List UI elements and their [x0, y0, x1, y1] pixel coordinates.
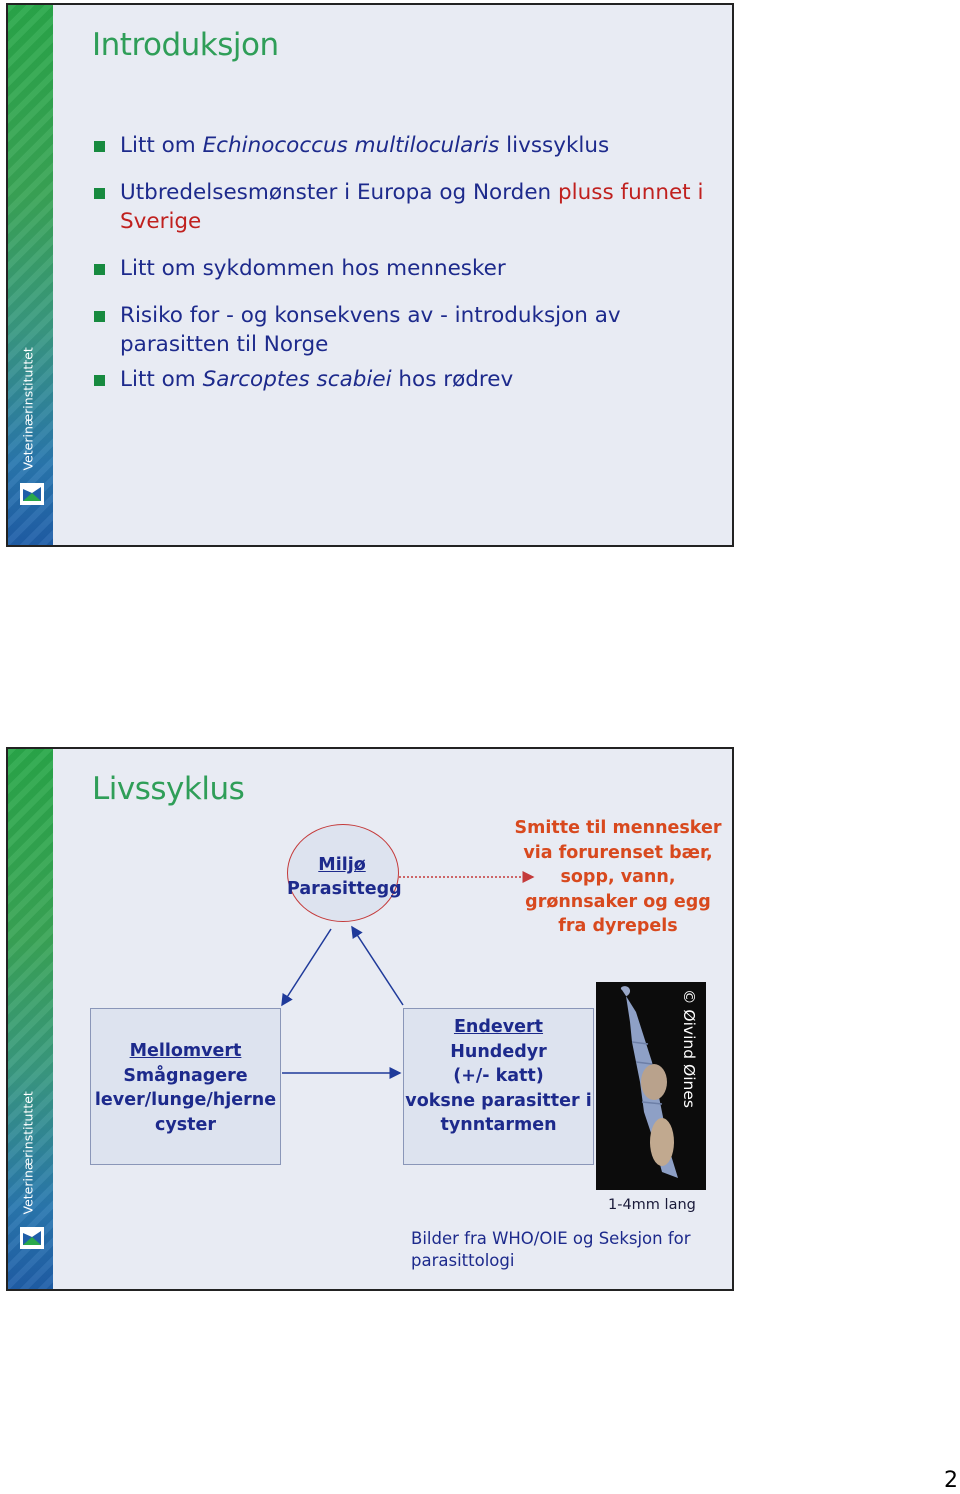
- logo-icon: [20, 483, 44, 505]
- slide-title: Livssyklus: [92, 771, 245, 807]
- page-number: 2: [944, 1468, 958, 1493]
- definitive-host-box: Endevert Hundedyr (+/- katt) voksne para…: [403, 1008, 594, 1165]
- bullet-square-icon: [94, 375, 105, 386]
- slide-introduksjon: Veterinærinstituttet Introduksjon Litt o…: [6, 3, 734, 547]
- brand-text: Veterinærinstituttet: [20, 347, 36, 471]
- environment-label: Miljø Parasittegg: [287, 855, 402, 899]
- logo-icon: [20, 1227, 44, 1249]
- cycle-arrows: [281, 871, 535, 1079]
- environment-circle: [287, 824, 399, 922]
- arrow-endevert-to-circle: [351, 925, 404, 1006]
- size-caption: 1-4mm lang: [608, 1197, 696, 1213]
- tapeworm-image: [620, 986, 678, 1178]
- photo-credit: © Øivind Øines: [680, 989, 698, 1108]
- bullet-square-icon: [94, 264, 105, 275]
- slide-livssyklus: Veterinærinstituttet Livssyklus Miljø Pa…: [6, 747, 734, 1291]
- bullet-item: Risiko for - og konsekvens av - introduk…: [94, 301, 714, 359]
- bullet-square-icon: [94, 311, 105, 322]
- side-band: [8, 749, 53, 1289]
- bullet-item: Utbredelsesmønster i Europa og Norden pl…: [94, 178, 714, 236]
- transmission-note: Smitte til mennesker via forurenset bær,…: [514, 818, 722, 936]
- slide-title: Introduksjon: [92, 27, 279, 63]
- intermediate-host-box: Mellomvert Smågnagere lever/lunge/hjerne…: [90, 1008, 281, 1165]
- bullet-item: Litt om sykdommen hos mennesker: [94, 254, 714, 283]
- bullet-list: Litt om Echinococcus multilocularis livs…: [94, 131, 714, 394]
- bullet-item: Litt om Sarcoptes scabiei hos rødrev: [94, 365, 714, 394]
- bullet-square-icon: [94, 141, 105, 152]
- parasite-photo: [596, 982, 706, 1190]
- bullet-item: Litt om Echinococcus multilocularis livs…: [94, 131, 714, 160]
- arrow-circle-to-mellomvert: [281, 928, 332, 1007]
- source-caption: Bilder fra WHO/OIE og Seksjon for parasi…: [411, 1229, 691, 1270]
- bullet-square-icon: [94, 188, 105, 199]
- side-band: [8, 5, 53, 545]
